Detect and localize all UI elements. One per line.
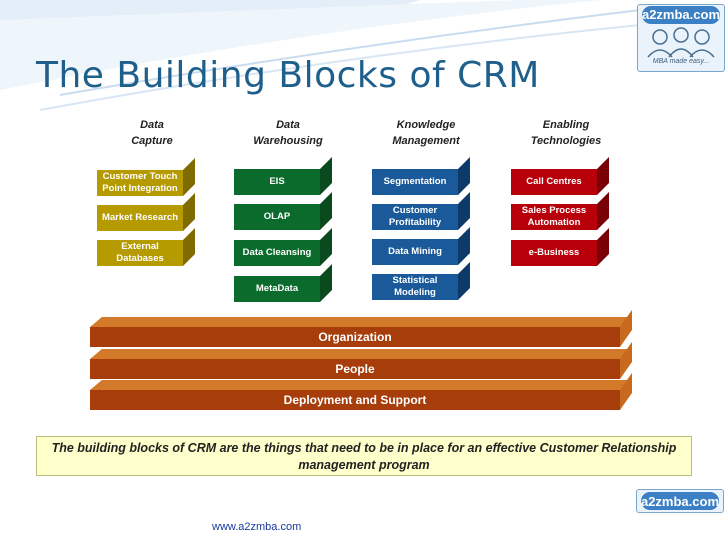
column-header-data-warehousing: Data Warehousing — [228, 117, 348, 149]
foundation-bar-deployment: Deployment and Support — [90, 372, 632, 410]
block-statistical-modeling: Statistical Modeling — [372, 262, 470, 300]
block-label: Sales Process Automation — [511, 204, 597, 230]
block-label: External Databases — [97, 240, 183, 266]
block-e-business: e-Business — [511, 228, 609, 266]
block-label: OLAP — [234, 204, 320, 230]
header-line: Technologies — [530, 135, 602, 147]
block-segmentation: Segmentation — [372, 157, 470, 195]
block-label: Call Centres — [511, 169, 597, 195]
block-call-centres: Call Centres — [511, 157, 609, 195]
block-customer-profitability: Customer Profitability — [372, 192, 470, 230]
block-data-mining: Data Mining — [372, 227, 470, 265]
header-line: Management — [392, 135, 460, 147]
background-swoosh — [0, 0, 641, 111]
block-data-cleansing: Data Cleansing — [234, 228, 332, 266]
footer-url-link[interactable]: www.a2zmba.com — [212, 521, 302, 533]
foundation-bar-people: People — [90, 341, 632, 379]
bar-label: Deployment and Support — [90, 390, 620, 410]
logo-pill — [641, 492, 719, 510]
block-sales-process-automation: Sales Process Automation — [511, 192, 609, 230]
header-line: Capture — [131, 135, 173, 147]
block-label: Customer Touch Point Integration — [97, 170, 183, 196]
block-label: MetaData — [234, 276, 320, 302]
header-line: Data — [140, 119, 164, 131]
foundation-bar-organization: Organization — [90, 309, 632, 347]
footer-brand-logo[interactable]: a2zmba.com — [636, 489, 724, 513]
logo-pill — [642, 6, 720, 24]
page-title: The Building Blocks of CRM — [36, 55, 540, 96]
block-label: Customer Profitability — [372, 204, 458, 230]
logo-tagline: MBA made easy... — [652, 58, 710, 65]
column-header-data-capture: Data Capture — [92, 117, 212, 149]
block-label: Statistical Modeling — [372, 274, 458, 300]
block-label: Market Research — [97, 205, 183, 231]
block-external-databases: External Databases — [97, 228, 195, 266]
block-customer-touch-point: Customer Touch Point Integration — [97, 158, 195, 196]
header-line: Enabling — [542, 119, 590, 131]
block-eis: EIS — [234, 157, 332, 195]
block-label: EIS — [234, 169, 320, 195]
logo-brand-text: a2zmba.com — [641, 7, 721, 22]
column-header-enabling-technologies: Enabling Technologies — [506, 117, 626, 149]
block-market-research: Market Research — [97, 193, 195, 231]
block-label: e-Business — [511, 240, 597, 266]
header-line: Knowledge — [396, 119, 456, 131]
block-label: Data Mining — [372, 239, 458, 265]
header-line: Data — [276, 119, 300, 131]
people-icon — [647, 27, 715, 58]
logo-brand-text: a2zmba.com — [640, 494, 720, 509]
header-line: Warehousing — [253, 135, 323, 147]
block-olap: OLAP — [234, 192, 332, 230]
bar-label: Organization — [90, 327, 620, 347]
block-label: Segmentation — [372, 169, 458, 195]
bar-label: People — [90, 359, 620, 379]
caption-box: The building blocks of CRM are the thing… — [36, 436, 692, 476]
block-label: Data Cleansing — [234, 240, 320, 266]
brand-logo[interactable]: a2zmba.com MBA made easy... — [637, 4, 725, 72]
column-header-knowledge-management: Knowledge Management — [366, 117, 486, 149]
block-metadata: MetaData — [234, 264, 332, 302]
